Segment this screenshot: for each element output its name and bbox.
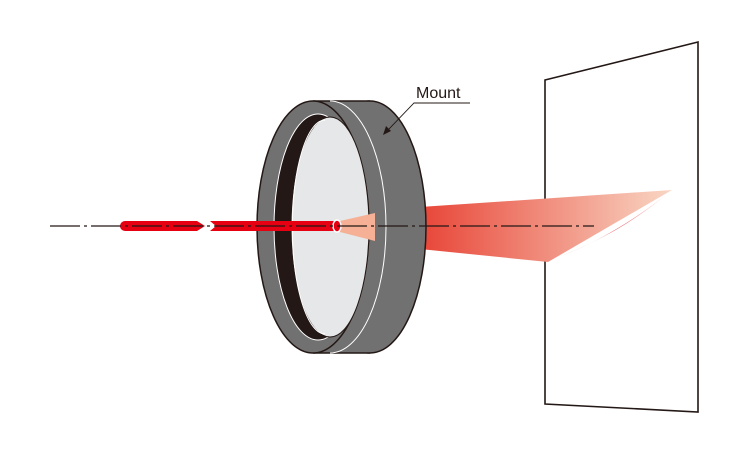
screen: [544, 40, 699, 413]
mount-highlight: [329, 100, 387, 354]
arrow-icon: [383, 126, 391, 135]
mount-label: Mount: [416, 85, 461, 102]
beam-cone: [340, 213, 375, 241]
laser-beam-in: [120, 221, 205, 231]
mount-leader: [387, 102, 470, 131]
